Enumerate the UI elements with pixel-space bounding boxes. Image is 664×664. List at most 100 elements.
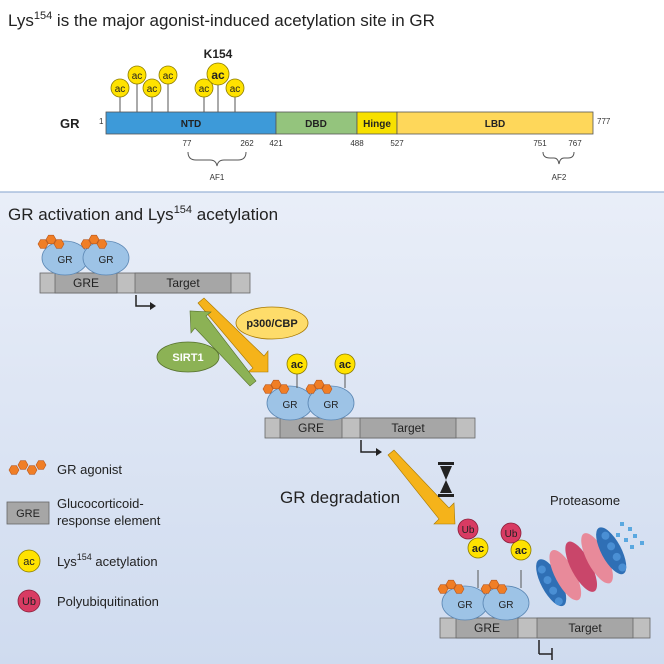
boundary-label: 488	[350, 139, 364, 148]
acetylation-arrows	[189, 297, 269, 387]
legend-gre-line1: Glucocorticoid-	[57, 496, 144, 511]
ac-site: ac	[110, 78, 130, 98]
gre-label: GRE	[73, 276, 99, 290]
deacetylation-arrow	[189, 310, 257, 387]
domain-bar: NTD DBD Hinge LBD	[105, 111, 594, 135]
svg-text:ac: ac	[115, 84, 126, 95]
top-title: Lys154 is the major agonist-induced acet…	[8, 10, 435, 30]
ub-marker	[457, 518, 479, 540]
target-label: Target	[568, 621, 602, 635]
domain-label: LBD	[485, 119, 506, 130]
legend-agonist-label: GR agonist	[57, 462, 122, 477]
svg-text:GR: GR	[99, 255, 114, 266]
proteasome-icon	[536, 527, 627, 607]
svg-text:ac: ac	[515, 545, 527, 557]
top-panel: Lys154 is the major agonist-induced acet…	[8, 10, 611, 182]
svg-text:ac: ac	[339, 359, 351, 371]
ac-marker	[286, 353, 308, 375]
gr-blob	[307, 385, 355, 421]
legend-ubiquitination-label: Polyubiquitination	[57, 594, 159, 609]
ac-site: ac	[158, 65, 178, 85]
domain-label: Hinge	[363, 119, 391, 130]
gre-box	[455, 617, 519, 639]
svg-text:ac: ac	[132, 71, 143, 82]
af2-brace	[542, 151, 575, 165]
domain-label: DBD	[305, 119, 327, 130]
svg-text:ac: ac	[230, 84, 241, 95]
ac-site-k154: ac	[206, 62, 230, 86]
stage-acetylated: GRE Target GR GR ac ac	[263, 353, 476, 456]
degradation-arrow	[387, 449, 456, 525]
acetylation-arrow	[197, 297, 269, 373]
boundary-label: 421	[269, 139, 283, 148]
domain-lbd	[396, 111, 594, 135]
svg-text:GR: GR	[324, 400, 339, 411]
legend-gre-symbol	[6, 501, 50, 525]
target-label: Target	[166, 276, 200, 290]
peptide-fragments	[616, 522, 644, 549]
svg-text:GR: GR	[458, 600, 473, 611]
ac-marker	[510, 539, 532, 561]
af1-brace	[187, 151, 247, 167]
end-label: 777	[597, 117, 611, 126]
svg-text:ac: ac	[199, 84, 210, 95]
ac-site: ac	[127, 65, 147, 85]
bottom-title: GR activation and Lys154 acetylation	[8, 204, 278, 224]
svg-text:Ub: Ub	[462, 525, 475, 536]
svg-text:ac: ac	[163, 71, 174, 82]
target-box	[359, 417, 457, 439]
legend: GR agonist GRE Glucocorticoid- response …	[6, 460, 161, 613]
target-box	[536, 617, 634, 639]
acetylation-sites: ac ac ac ac ac ac ac	[110, 62, 245, 112]
ac-site: ac	[225, 78, 245, 98]
af2-start: 751	[533, 139, 547, 148]
p300-cbp-label: p300/CBP	[246, 318, 297, 330]
gr-blob	[482, 585, 530, 621]
sirt1-enzyme	[156, 341, 220, 373]
svg-text:ac: ac	[23, 556, 35, 568]
boundary-label: 527	[390, 139, 404, 148]
af1-end: 262	[240, 139, 254, 148]
svg-text:ac: ac	[291, 359, 303, 371]
stage-unacetylated: GRE Target GR GR	[38, 235, 251, 310]
ac-site: ac	[194, 78, 214, 98]
gre-box	[279, 417, 343, 439]
af1-start: 77	[183, 139, 192, 148]
svg-text:Ub: Ub	[22, 596, 36, 608]
svg-text:GRE: GRE	[16, 508, 40, 520]
p300-cbp-enzyme	[235, 306, 309, 340]
protein-label: GR	[60, 116, 80, 131]
proteasome-label: Proteasome	[550, 493, 620, 508]
gre-box	[54, 272, 118, 294]
svg-text:ac: ac	[472, 543, 484, 555]
legend-ac-symbol	[17, 549, 41, 573]
legend-acetylation-label: Lys154 acetylation	[57, 552, 158, 569]
gre-label: GRE	[298, 421, 324, 435]
ub-marker	[500, 522, 522, 544]
af2-end: 767	[568, 139, 582, 148]
svg-text:ac: ac	[147, 84, 158, 95]
start-label: 1	[99, 117, 104, 126]
gre-label: GRE	[474, 621, 500, 635]
target-box	[134, 272, 232, 294]
ac-site: ac	[142, 78, 162, 98]
target-label: Target	[391, 421, 425, 435]
svg-text:Ub: Ub	[505, 529, 518, 540]
gr-blob	[82, 240, 130, 276]
sirt1-label: SIRT1	[172, 352, 203, 364]
svg-text:GR: GR	[283, 400, 298, 411]
legend-ub-symbol	[17, 589, 41, 613]
legend-gre-line2: response element	[57, 513, 161, 528]
af2-label: AF2	[552, 173, 567, 182]
stage-ubiquitinated: GRE Target GR GR ac ac Ub Ub	[438, 518, 651, 660]
ac-marker	[467, 537, 489, 559]
k154-label: K154	[204, 47, 233, 61]
svg-text:GR: GR	[58, 255, 73, 266]
hourglass-icon	[438, 462, 454, 497]
svg-text:ac: ac	[211, 68, 225, 82]
domain-label: NTD	[181, 119, 202, 130]
degradation-label: GR degradation	[280, 488, 400, 507]
af1-label: AF1	[210, 173, 225, 182]
ac-marker	[334, 353, 356, 375]
